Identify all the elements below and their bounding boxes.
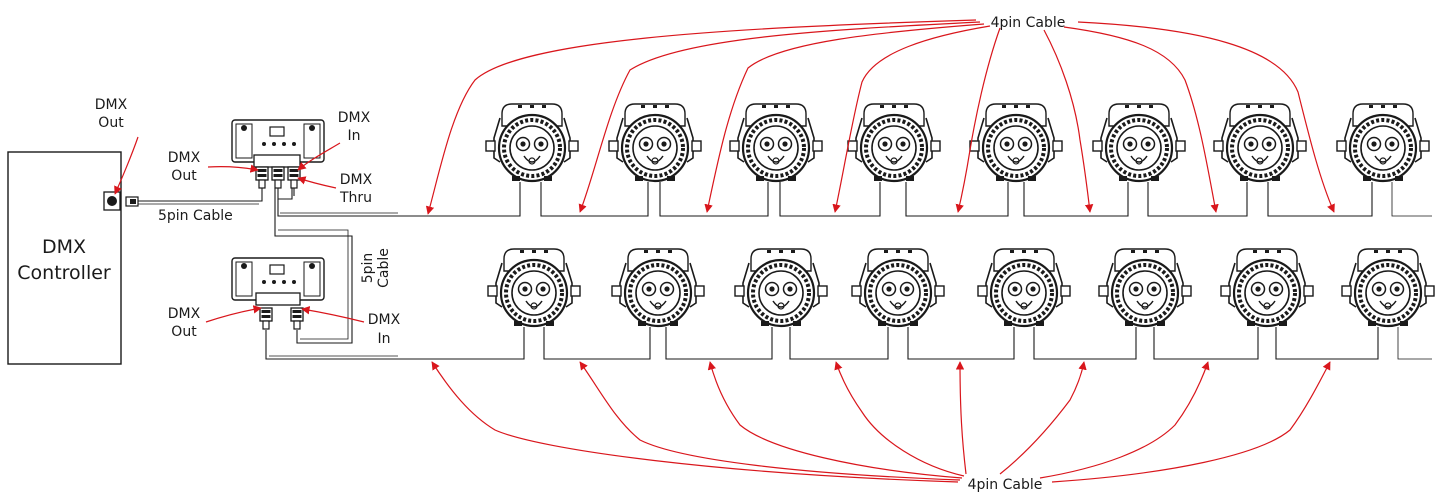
controller-out-label-line2: Out: [98, 115, 124, 131]
splitter-top-out-arrow: [207, 164, 259, 173]
controller-label-line1: DMX: [42, 236, 86, 258]
splitter-top-thru-label-line1: DMX: [340, 172, 373, 188]
splitter-top-out-label-line1: DMX: [168, 150, 201, 166]
controller-out-arrow: [114, 136, 139, 195]
splitter-top-out-label-line2: Out: [171, 168, 197, 184]
bottom-fixture-7: [1219, 247, 1315, 328]
bottom-4pin-arrows: [431, 361, 1331, 483]
splitter-bottom-output-cable: [265, 330, 398, 360]
splitter-bottom-out-arrow: [205, 305, 262, 323]
top-row-fixtures: [484, 102, 1431, 183]
splitter-top-output-cable: [277, 199, 398, 217]
top-fixture-8: [1335, 102, 1431, 183]
splitter-top: [231, 119, 325, 189]
bottom-fixture-4: [850, 247, 946, 328]
splitter-top-thru-arrow: [297, 176, 337, 189]
top-4pin-arrows: [425, 19, 1335, 215]
bottom-row-cables: [398, 327, 1432, 360]
top-fixture-7: [1212, 102, 1308, 183]
bottom-fixture-6: [1097, 247, 1193, 328]
controller-cable-label: 5pin Cable: [158, 208, 233, 224]
bottom-fixture-2: [610, 247, 706, 328]
controller-5pin-cable: [138, 188, 263, 202]
splitter-top-in-arrow: [297, 142, 341, 171]
splitter-top-in-label-line2: In: [347, 128, 360, 144]
splitter-bottom: [231, 257, 325, 330]
controller-box: [7, 151, 122, 365]
splitter-bottom-in-label-line1: DMX: [368, 312, 401, 328]
top-fixture-3: [728, 102, 824, 183]
top-fixture-1: [484, 102, 580, 183]
top-fixture-6: [1091, 102, 1187, 183]
splitter-bottom-in-arrow: [301, 306, 365, 323]
splitter-bottom-in-label-line2: In: [377, 331, 390, 347]
splitter-top-thru-label-line2: Thru: [339, 190, 372, 206]
bottom-row-fixtures: [486, 247, 1436, 328]
splitter-link-5pin-cable: [274, 188, 353, 344]
top-row-cables: [398, 182, 1432, 217]
bottom-fixture-5: [976, 247, 1072, 328]
link-cable-label-line2: Cable: [376, 248, 392, 288]
controller-label-line2: Controller: [17, 262, 111, 284]
top-fixture-5: [968, 102, 1064, 183]
splitter-top-in-label-line1: DMX: [338, 110, 371, 126]
top-fixture-2: [607, 102, 703, 183]
bottom-fixture-1: [486, 247, 582, 328]
bottom-fixture-3: [733, 247, 829, 328]
link-cable-label-line1: 5pin: [360, 253, 376, 284]
splitter-bottom-out-label-line2: Out: [171, 324, 197, 340]
bottom-fixture-8: [1340, 247, 1436, 328]
top-4pin-cable-label: 4pin Cable: [991, 15, 1066, 31]
controller-out-label-line1: DMX: [95, 97, 128, 113]
top-fixture-4: [846, 102, 942, 183]
dmx-controller: DMX Controller DMX Out: [7, 97, 139, 365]
splitter-bottom-out-label-line1: DMX: [168, 306, 201, 322]
bottom-4pin-cable-label: 4pin Cable: [968, 477, 1043, 493]
